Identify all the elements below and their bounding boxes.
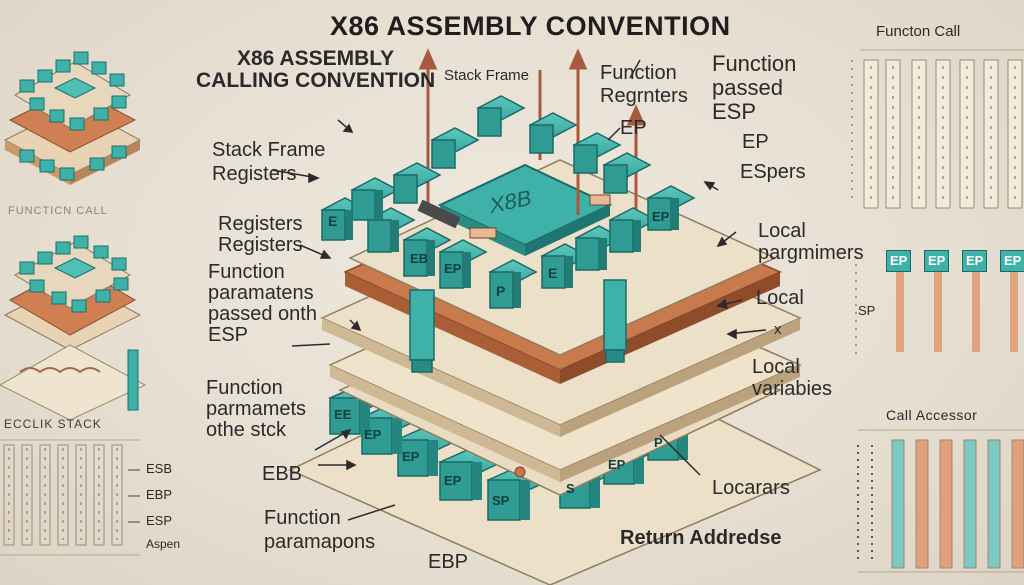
label-function-params-passed: Function paramatens passed onth ESP xyxy=(208,261,317,346)
cube-label-e: E xyxy=(328,213,338,229)
left-mini-stack-mid xyxy=(0,235,147,421)
left-register-table xyxy=(0,439,140,556)
label-function-regrs: Function Regrnters xyxy=(600,62,688,107)
label-localars: Locarars xyxy=(712,477,790,499)
right-ep-tag-2: EP xyxy=(924,250,950,272)
label-espers: ESpers xyxy=(740,161,806,183)
label-ebp-bottom: EBP xyxy=(428,551,469,573)
label-ep-right: EP xyxy=(742,131,769,153)
cube-label-eb: EB xyxy=(410,251,429,266)
cube-label-ep4: EP xyxy=(402,449,420,464)
left-mini-stack-top xyxy=(3,51,142,185)
left-reg-ebp: EBP xyxy=(146,487,173,502)
left-reg-esb: ESB xyxy=(146,461,173,476)
left-stack-label: ECCLIK STACK xyxy=(4,417,102,431)
right-ep-tag-1: EP xyxy=(886,250,912,272)
cube-label-ep: EP xyxy=(444,261,462,276)
diagram-subtitle: X86 ASSEMBLY CALLING CONVENTION xyxy=(196,47,436,93)
callout-leaders xyxy=(271,59,767,521)
cube-label-p: P xyxy=(496,283,506,299)
right-sp-label: SP xyxy=(858,303,876,318)
cube-label-sp: SP xyxy=(492,493,510,508)
label-ep-small: EP xyxy=(620,117,647,139)
right-ep-tag-4: EP xyxy=(1000,250,1024,272)
label-ebb-left: EBB xyxy=(262,463,303,485)
label-x-small: x xyxy=(774,321,782,338)
right-panel-graphics xyxy=(851,49,1024,573)
cube-label-ep6: EP xyxy=(608,457,626,472)
right-ep-tag-3: EP xyxy=(962,250,988,272)
cube-label-ep3: EP xyxy=(364,427,382,442)
cube-label-s: S xyxy=(566,481,575,496)
subtitle-line-2: CALLING CONVENTION xyxy=(196,69,436,93)
cube-label-p2: P xyxy=(654,435,663,450)
label-stack-frame-small: Stack Frame xyxy=(444,67,530,84)
left-faded-function-call: FUNCTICN CALL xyxy=(8,205,108,217)
cube-label-ee: EE xyxy=(334,407,352,422)
label-function-passed-esp: Function passed ESP xyxy=(712,51,797,125)
label-function-params-stack: Function parmamets othe stck xyxy=(206,377,307,441)
left-reg-aspen: Aspen xyxy=(146,537,181,551)
right-function-call: Functon Call xyxy=(876,23,961,40)
label-local-variables: Local variabies xyxy=(752,356,833,400)
label-registers-registers: Registers Registers xyxy=(218,213,303,256)
label-local-mid: Local xyxy=(756,287,804,309)
label-return-address: Return Addredse xyxy=(620,527,782,549)
subtitle-line-1: X86 ASSEMBLY xyxy=(237,47,395,70)
cube-label-e2: E xyxy=(548,265,558,281)
diagram-title: X86 ASSEMBLY CONVENTION xyxy=(330,11,731,41)
label-function-paramapons: Function paramapons xyxy=(264,507,376,553)
cube-label-ep2: EP xyxy=(652,209,670,224)
cube-label-ep5: EP xyxy=(444,473,462,488)
main-layered-stack xyxy=(288,48,822,585)
right-call-accessor: Call Accessor xyxy=(886,407,978,423)
label-local-params: Local pargmimers xyxy=(758,220,864,264)
label-stack-frame-registers: Stack Frame Registers xyxy=(212,139,326,185)
left-reg-esp: ESP xyxy=(146,513,173,528)
